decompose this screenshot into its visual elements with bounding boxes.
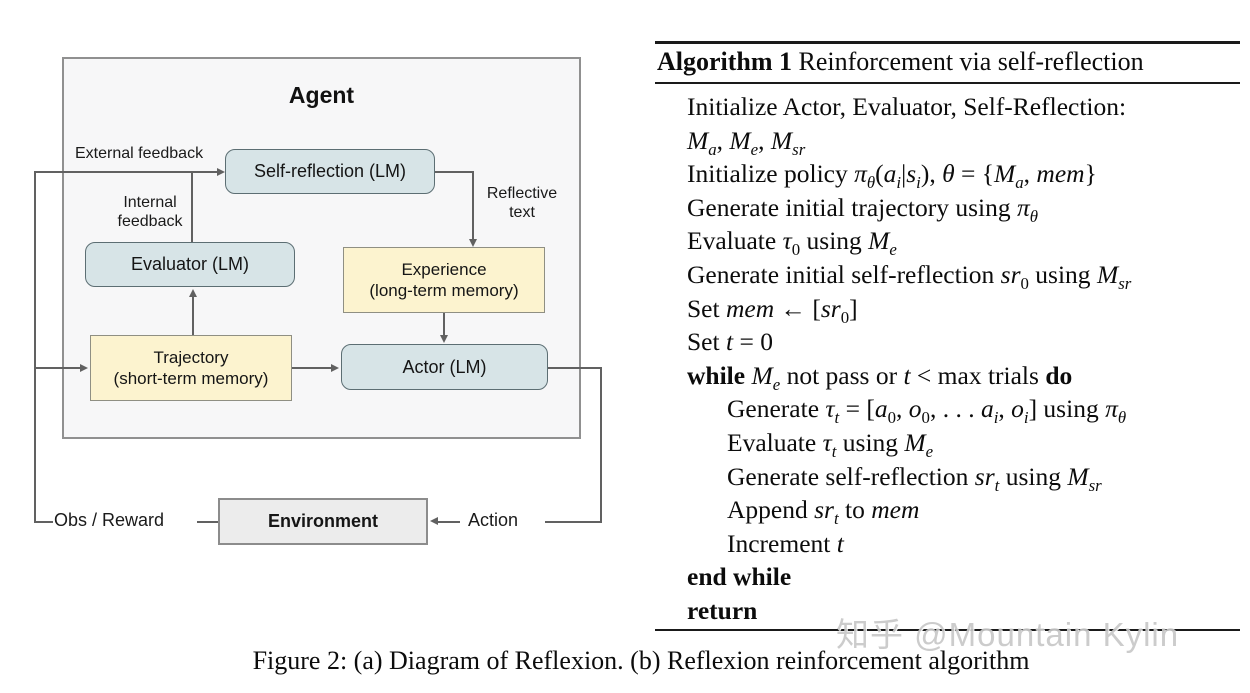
self-reflection-label: Self-reflection (LM) [253,161,407,182]
trajectory-node: Trajectory (short-term memory) [90,335,292,401]
reflective-text-label: Reflective text [480,184,564,222]
experience-label-line2: (long-term memory) [369,281,519,300]
connector-selfreflection-out [435,171,474,173]
algorithm-line-4: Generate initial trajectory using πθ [687,192,1039,226]
trajectory-label-line1: Trajectory [153,347,229,367]
algorithm-line-6: Generate initial self-reflection sr0 usi… [687,259,1132,294]
evaluator-label: Evaluator (LM) [130,254,250,275]
algorithm-line-13: Append srt to mem [727,495,920,529]
algorithm-line-15: end while [687,562,792,592]
connector-obs-left [34,521,53,523]
environment-label: Environment [267,511,378,532]
algorithm-line-9: while Me not pass or t < max trials do [687,360,1073,394]
experience-label-line1: Experience [401,259,487,279]
connector-experience-to-actor [443,313,445,335]
arrowhead-into-experience [469,239,477,247]
algorithm-line-5: Evaluate τ0 using Me [687,226,897,260]
reflective-text-line1: Reflective [486,185,558,202]
arrowhead-into-actor-top [440,335,448,343]
watermark: 知乎 @Mountain Kylin [836,616,1180,653]
algorithm-line-14: Increment t [727,528,844,558]
obs-reward-label: Obs / Reward [54,510,165,530]
algorithm-line-11: Evaluate τt using Me [727,427,934,462]
external-feedback-label: External feedback [75,145,204,162]
internal-feedback-label: Internal feedback [103,193,197,231]
arrowhead-into-actor [331,364,339,372]
connector-action-right [545,521,602,523]
evaluator-node: Evaluator (LM) [85,242,295,287]
agent-title: Agent [288,82,355,108]
algorithm-body: Initialize Actor, Evaluator, Self-Reflec… [655,90,1240,628]
trajectory-label-line2: (short-term memory) [113,369,269,388]
connector-evaluator-to-selfreflection [191,171,193,242]
algorithm-top-rule [655,41,1240,44]
algorithm-line-7: Set mem ← [sr0] [687,293,858,327]
arrowhead-into-environment [430,517,438,525]
connector-trajectory-to-actor [292,367,332,369]
algorithm-number: Algorithm 1 [657,47,793,76]
algorithm-header: Algorithm 1 Reinforcement via self-refle… [657,47,1144,77]
reflective-text-line2: text [509,204,535,221]
algorithm-line-2: Ma, Me, Msr [687,125,806,159]
internal-feedback-line1: Internal [123,194,177,211]
algorithm-line-3: Initialize policy πθ(ai|si), θ = {Ma, me… [687,159,1097,193]
figure-caption: Figure 2: (a) Diagram of Reflexion. (b) … [252,646,1030,675]
connector-obs-right [197,521,218,523]
arrowhead-into-evaluator [189,289,197,297]
environment-node: Environment [218,498,428,545]
algorithm-title: Reinforcement via self-reflection [792,47,1144,76]
actor-node: Actor (LM) [341,344,548,390]
action-label: Action [468,510,519,530]
internal-feedback-line2: feedback [117,213,183,230]
algorithm-header-rule [655,82,1240,84]
experience-node: Experience (long-term memory) [343,247,545,313]
connector-left-vertical [34,171,36,522]
algorithm-line-16: return [687,595,758,625]
connector-external-feedback [34,171,220,173]
algorithm-line-12: Generate self-reflection srt using Msr [727,461,1102,495]
connector-action-vertical [600,367,602,523]
algorithm-line-10: Generate τt = [a0, o0, . . . ai, oi] usi… [727,394,1127,428]
connector-trajectory-to-evaluator [192,291,194,335]
self-reflection-node: Self-reflection (LM) [225,149,435,194]
arrowhead-into-selfreflection [217,168,225,176]
connector-action-left [438,521,460,523]
algorithm-line-8: Set t = 0 [687,327,773,357]
arrowhead-into-trajectory [80,364,88,372]
algorithm-bottom-rule [655,629,1240,631]
connector-reflective-text [472,171,474,239]
connector-actor-out [548,367,602,369]
connector-obs-to-trajectory [34,367,80,369]
algorithm-line-1: Initialize Actor, Evaluator, Self-Reflec… [687,92,1127,121]
actor-label: Actor (LM) [402,356,487,377]
